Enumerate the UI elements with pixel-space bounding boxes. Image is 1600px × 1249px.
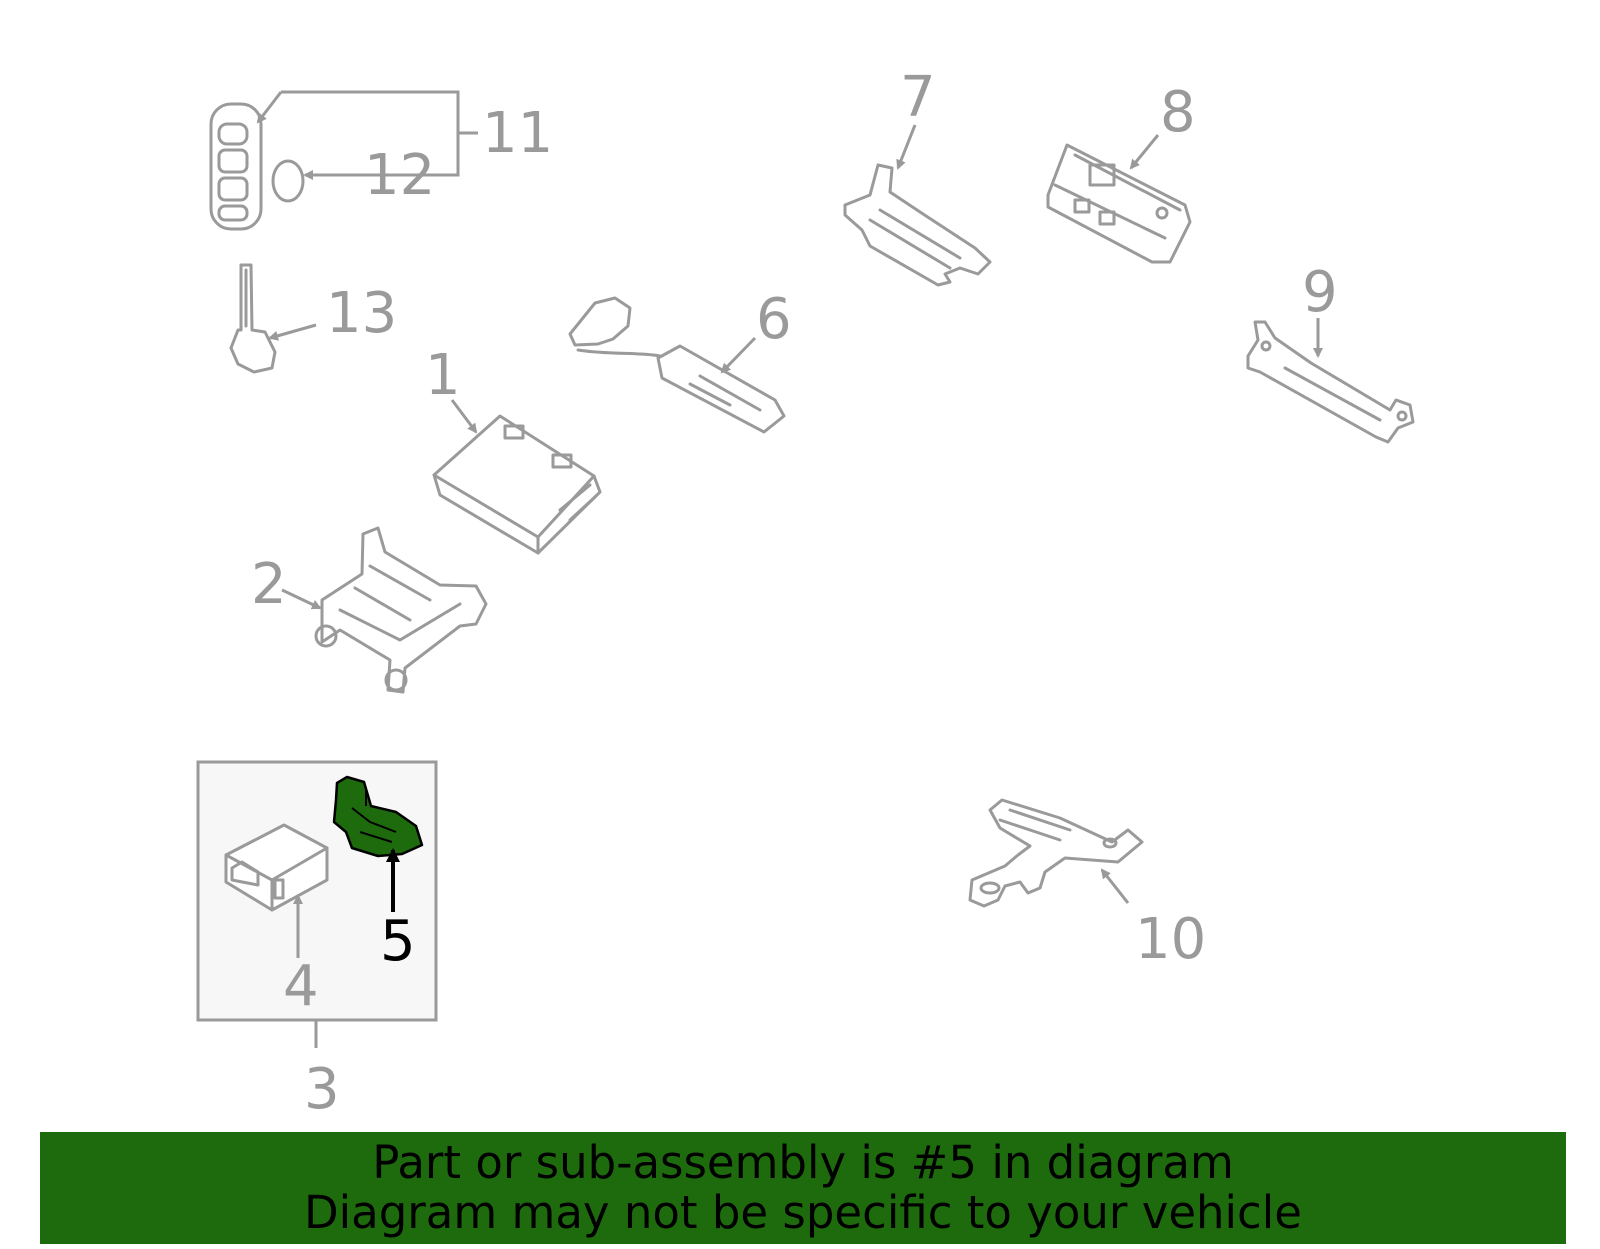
leader-6 bbox=[720, 336, 757, 374]
part-10-antenna-bracket[interactable] bbox=[968, 798, 1144, 908]
leader-7 bbox=[896, 124, 917, 170]
info-banner: Part or sub-assembly is #5 in diagram Di… bbox=[40, 1132, 1566, 1244]
callout-4: 4 bbox=[283, 954, 319, 1019]
leader-8 bbox=[1129, 134, 1160, 170]
callout-9: 9 bbox=[1302, 260, 1338, 325]
part-13-key-blade[interactable] bbox=[229, 263, 277, 374]
callout-1: 1 bbox=[425, 343, 461, 408]
callout-5: 5 bbox=[380, 909, 416, 974]
banner-line-1: Part or sub-assembly is #5 in diagram bbox=[372, 1136, 1234, 1189]
leader-1 bbox=[450, 399, 478, 434]
leader-2 bbox=[281, 588, 322, 610]
leader-13 bbox=[268, 323, 317, 341]
callout-11-bracket bbox=[256, 90, 478, 180]
part-6-antenna[interactable] bbox=[568, 296, 786, 434]
banner-line-2: Diagram may not be specific to your vehi… bbox=[304, 1186, 1302, 1239]
part-4-small-module[interactable] bbox=[224, 823, 329, 912]
leader-10 bbox=[1100, 868, 1130, 904]
callout-10: 10 bbox=[1135, 907, 1206, 972]
part-11-key-fob[interactable] bbox=[209, 102, 263, 231]
assembly-3-box[interactable] bbox=[196, 760, 438, 1022]
callout-13: 13 bbox=[326, 281, 397, 346]
callout-11: 11 bbox=[482, 101, 553, 166]
callout-2: 2 bbox=[251, 552, 287, 617]
callout-7: 7 bbox=[900, 65, 936, 130]
part-12-battery[interactable] bbox=[271, 159, 305, 203]
callout-12: 12 bbox=[364, 143, 435, 208]
part-2-mount-bracket[interactable] bbox=[314, 526, 488, 694]
callout-6: 6 bbox=[756, 287, 792, 352]
callout-8: 8 bbox=[1160, 80, 1196, 145]
part-5-highlighted-bracket[interactable] bbox=[332, 775, 424, 858]
part-9-long-bracket[interactable] bbox=[1246, 320, 1415, 444]
part-8-receiver-module[interactable] bbox=[1046, 143, 1192, 264]
part-7-switch-bracket[interactable] bbox=[843, 163, 992, 287]
part-1-control-module[interactable] bbox=[432, 414, 602, 555]
callout-3: 3 bbox=[304, 1057, 340, 1122]
